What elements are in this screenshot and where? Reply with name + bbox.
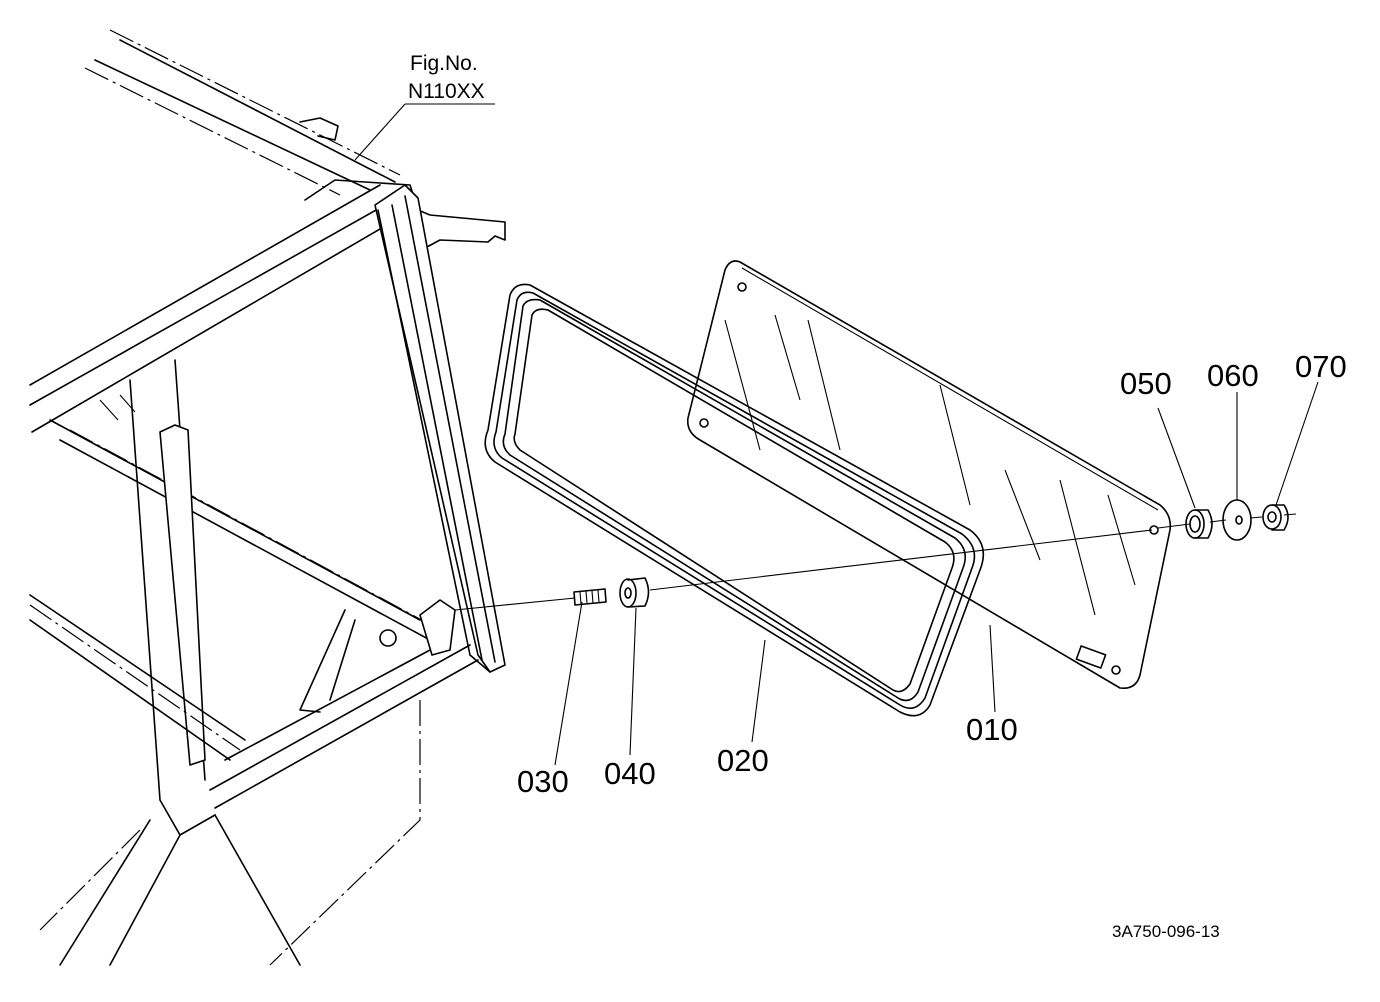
washer-part <box>1222 499 1252 541</box>
collar-part <box>619 577 650 608</box>
rubber-seal-part <box>484 283 985 717</box>
callout-070: 070 <box>1295 349 1347 384</box>
callout-030: 030 <box>517 764 569 799</box>
part-callouts: 010 020 030 040 050 060 070 <box>517 349 1347 799</box>
bushing-part <box>1185 509 1213 539</box>
leader-lines <box>554 381 1319 766</box>
figure-label: Fig.No. <box>410 52 478 75</box>
drawing-reference-number: 3A750-096-13 <box>1112 922 1220 941</box>
callout-060: 060 <box>1207 358 1259 393</box>
callout-040: 040 <box>604 756 656 791</box>
callout-050: 050 <box>1120 366 1172 401</box>
callout-010: 010 <box>966 712 1018 747</box>
nut-part <box>1262 504 1289 531</box>
glass-panel-part <box>686 260 1172 690</box>
assembly-axis-lines <box>454 513 1297 611</box>
figure-number-callout: Fig.No. N110XX <box>354 52 495 161</box>
callout-020: 020 <box>717 743 769 778</box>
cab-frame <box>29 29 506 966</box>
figure-number: N110XX <box>408 80 485 103</box>
stud-part <box>573 588 607 606</box>
